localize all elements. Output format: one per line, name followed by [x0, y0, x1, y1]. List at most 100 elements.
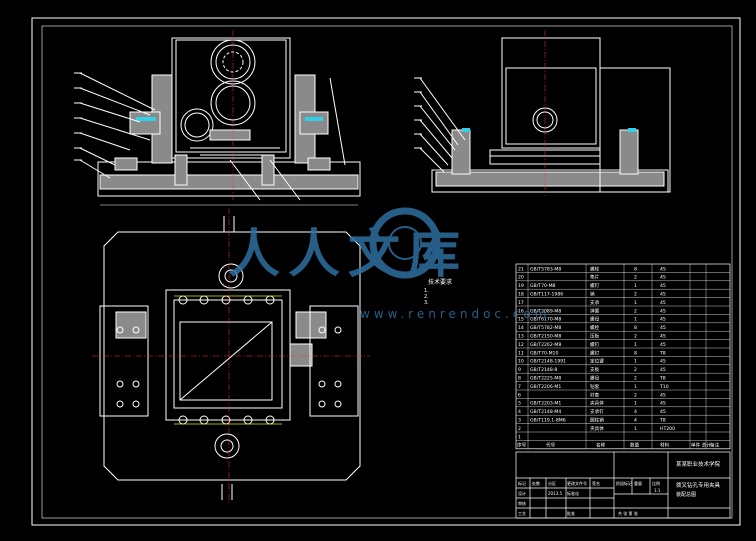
bom-cell-qty: 1	[634, 359, 637, 365]
bom-cell-qty: 4	[634, 409, 637, 415]
watermark-site: www.renrendoc.com	[360, 307, 550, 321]
bom-cell-material: 45	[660, 308, 666, 314]
bom-cell-name: 螺栓	[590, 265, 600, 272]
bom-cell-code: GB/T70-M10	[530, 350, 558, 356]
bom-cell-no: 21	[518, 266, 524, 272]
bom-cell-material: 45	[660, 266, 666, 272]
bom-cell-code: GB/T2225-M8	[530, 376, 561, 382]
watermark: 人人文库 www.renrendoc.com	[228, 207, 550, 321]
title-label-weight: 重量	[634, 480, 642, 486]
bom-cell-code: GB/T2150-M8	[530, 334, 561, 340]
bom-cell-name: 支板	[590, 366, 600, 373]
plan-view	[92, 208, 370, 505]
bom-header-no: 序号	[517, 442, 527, 449]
bom-cell-code: GB/T2148-8	[530, 367, 557, 373]
title-label-count: 处数	[532, 480, 540, 486]
bom-cell-no: 15	[518, 317, 524, 323]
bom-cell-no: 19	[518, 283, 524, 289]
bom-cell-no: 1	[518, 434, 521, 440]
bom-cell-no: 3	[518, 418, 521, 424]
bom-cell-material: 45	[660, 367, 666, 373]
bom-cell-name: 压板	[590, 333, 600, 340]
bom-cell-no: 8	[518, 376, 521, 382]
technical-notes: 技术要求 1. 2. 3.	[424, 278, 452, 306]
bom-cell-no: 5	[518, 401, 521, 407]
bom-cell-code: GB/T5782-M8	[530, 325, 561, 331]
bom-cell-qty: 2	[634, 392, 637, 398]
bom-cell-name: 钻套	[590, 383, 600, 390]
bom-cell-material: 45	[660, 292, 666, 298]
bom-cell-name: 支承	[590, 299, 600, 306]
title-block-text: 某某职业技术学院 拨叉钻孔专用夹具 装配总图 标记 处数 分区 更改文件号 签名…	[518, 460, 721, 516]
bom-cell-material: 45	[660, 401, 666, 407]
title-project: 某某职业技术学院	[676, 460, 721, 468]
bom-cell-material: 45	[660, 283, 666, 289]
bom-cell-name: 衬套	[590, 391, 600, 398]
bom-cell-material: T10	[659, 384, 669, 390]
bom-cell-material: T8	[659, 376, 666, 382]
bom-cell-code: GB/T6170-M8	[530, 317, 561, 323]
title-drawing: 拨叉钻孔专用夹具	[676, 481, 721, 489]
bom-cell-material: 45	[660, 325, 666, 331]
bom-cell-material: 45	[660, 317, 666, 323]
bom-cell-no: 13	[518, 334, 524, 340]
bom-cell-qty: 8	[634, 350, 637, 356]
notes-line-3: 3.	[424, 300, 429, 306]
bom-cell-code: GB/T5783-M8	[530, 266, 561, 272]
outer-border	[31, 17, 741, 526]
bom-header-name: 名称	[596, 442, 606, 449]
title-label-review: 审核	[518, 500, 526, 506]
bom-cell-qty: 1	[634, 300, 637, 306]
bom-cell-name: 螺钉	[590, 341, 600, 348]
notes-title: 技术要求	[428, 278, 452, 286]
bom-cell-no: 2	[518, 426, 521, 432]
bolt-holes	[116, 295, 342, 425]
bom-cell-code: GB/T2148-M4	[530, 409, 561, 415]
bom-cell-qty: 2	[634, 308, 637, 314]
bom-cell-no: 9	[518, 367, 521, 373]
bom-cell-qty: 8	[634, 325, 637, 331]
watermark-logo-core	[388, 226, 422, 260]
bom-cell-name: 弹簧	[590, 307, 600, 314]
bom-cell-no: 14	[518, 325, 524, 331]
bom-cell-qty: 1	[634, 317, 637, 323]
bom-cell-code: GB/T2148-1991	[530, 359, 566, 365]
title-label-design: 设计	[518, 490, 526, 496]
title-subtitle: 装配总图	[676, 491, 696, 498]
title-label-standardize: 标准化	[567, 490, 579, 496]
bom-cell-material: 45	[660, 392, 666, 398]
notes-line-1: 1.	[424, 288, 429, 294]
bom-cell-material: 45	[660, 300, 666, 306]
bom-cell-qty: 2	[634, 292, 637, 298]
bom-header-remark: 备注	[710, 442, 720, 449]
bom-cell-name: 夹具体	[590, 400, 604, 407]
bom-header-qty: 数量	[630, 442, 640, 449]
bom-cell-qty: 2	[634, 367, 637, 373]
title-label-approve: 批准	[567, 510, 575, 516]
bom-cell-code: GB/T119.1-8M6	[530, 418, 566, 424]
bom-cell-qty: 2	[634, 275, 637, 281]
title-label-mark: 标记	[518, 480, 526, 486]
bom-cell-name: 定位键	[590, 358, 604, 365]
title-label-change: 更改文件号	[567, 480, 587, 486]
bom-cell-no: 16	[518, 308, 524, 314]
bom-cell-qty: 1	[634, 283, 637, 289]
bom-cell-code: GB/T2262-M8	[530, 342, 561, 348]
bom-cell-name: 螺钉	[590, 282, 600, 289]
bom-cell-qty: 2	[634, 376, 637, 382]
bom-cell-name: 支承钉	[590, 408, 604, 415]
title-label-zone: 分区	[548, 480, 556, 486]
bom-cell-no: 6	[518, 392, 521, 398]
bom-cell-name: 垫片	[590, 274, 600, 281]
bom-cell-no: 20	[518, 275, 524, 281]
title-label-stage: 阶段标记	[616, 480, 632, 486]
bom-cell-material: 45	[660, 275, 666, 281]
bom-header-material: 材料	[660, 442, 670, 449]
bom-cell-qty: 8	[634, 266, 637, 272]
bom-cell-qty: 1	[634, 342, 637, 348]
bom-cell-qty: 1	[634, 426, 637, 432]
bom-cell-material: 45	[660, 342, 666, 348]
bom-cell-material: 45	[660, 409, 666, 415]
